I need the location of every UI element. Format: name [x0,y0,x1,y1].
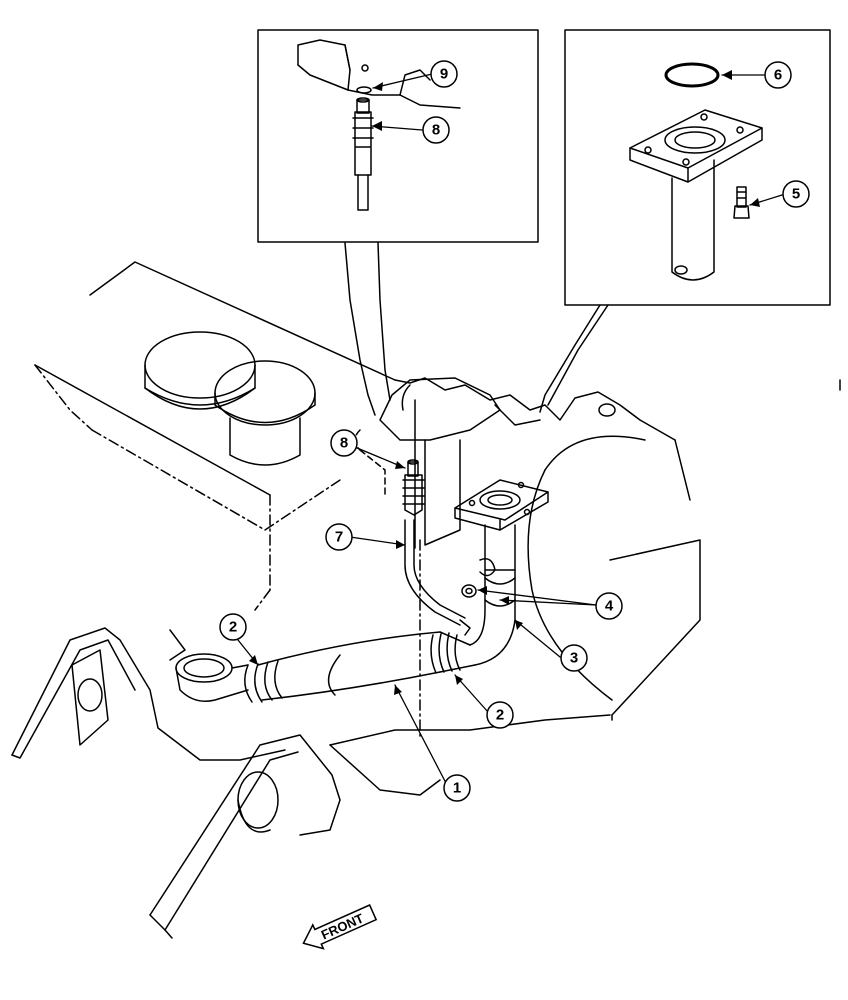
front-label: FRONT [319,911,366,943]
svg-text:3: 3 [570,650,578,667]
filler-cap-right [214,360,316,466]
callout-6: 6 [764,61,792,89]
pipe-3 [469,524,516,666]
svg-text:4: 4 [605,598,614,615]
svg-text:8: 8 [340,435,348,452]
hose-1 [257,631,476,701]
callout-2-right: 2 [486,701,514,729]
svg-text:7: 7 [335,529,343,546]
engine-block [34,261,841,721]
callout-8-detail: 8 [422,116,450,144]
filler-cap-left [144,331,256,410]
fitting-8-main [402,459,425,516]
hose-clamp-left [244,660,283,703]
callout-3: 3 [560,644,588,672]
svg-text:9: 9 [440,66,448,83]
pump-housing [354,377,616,741]
front-arrow: FRONT [302,904,378,950]
frame-rail [11,627,611,939]
callout-8-main: 8 [330,429,358,457]
detail-box-left [257,29,539,416]
hose-elbow-left [175,653,249,702]
callout-5: 5 [782,180,810,208]
callout-7: 7 [325,523,353,551]
svg-text:2: 2 [496,707,504,724]
svg-text:8: 8 [432,122,440,139]
svg-text:1: 1 [453,780,461,797]
svg-text:6: 6 [774,67,782,84]
tube-7 [404,519,471,636]
detail-box-right [539,29,831,413]
callout-4: 4 [595,592,623,620]
plug-4 [461,558,496,598]
callout-9: 9 [430,60,458,88]
callout-2-left: 2 [219,613,247,641]
svg-text:5: 5 [792,186,800,203]
svg-text:2: 2 [229,619,237,636]
leader-lines [237,73,783,786]
arrowheads [249,70,760,695]
callout-1: 1 [443,774,471,802]
hose-clamp-right [430,632,461,674]
pipe-flange [454,479,549,531]
